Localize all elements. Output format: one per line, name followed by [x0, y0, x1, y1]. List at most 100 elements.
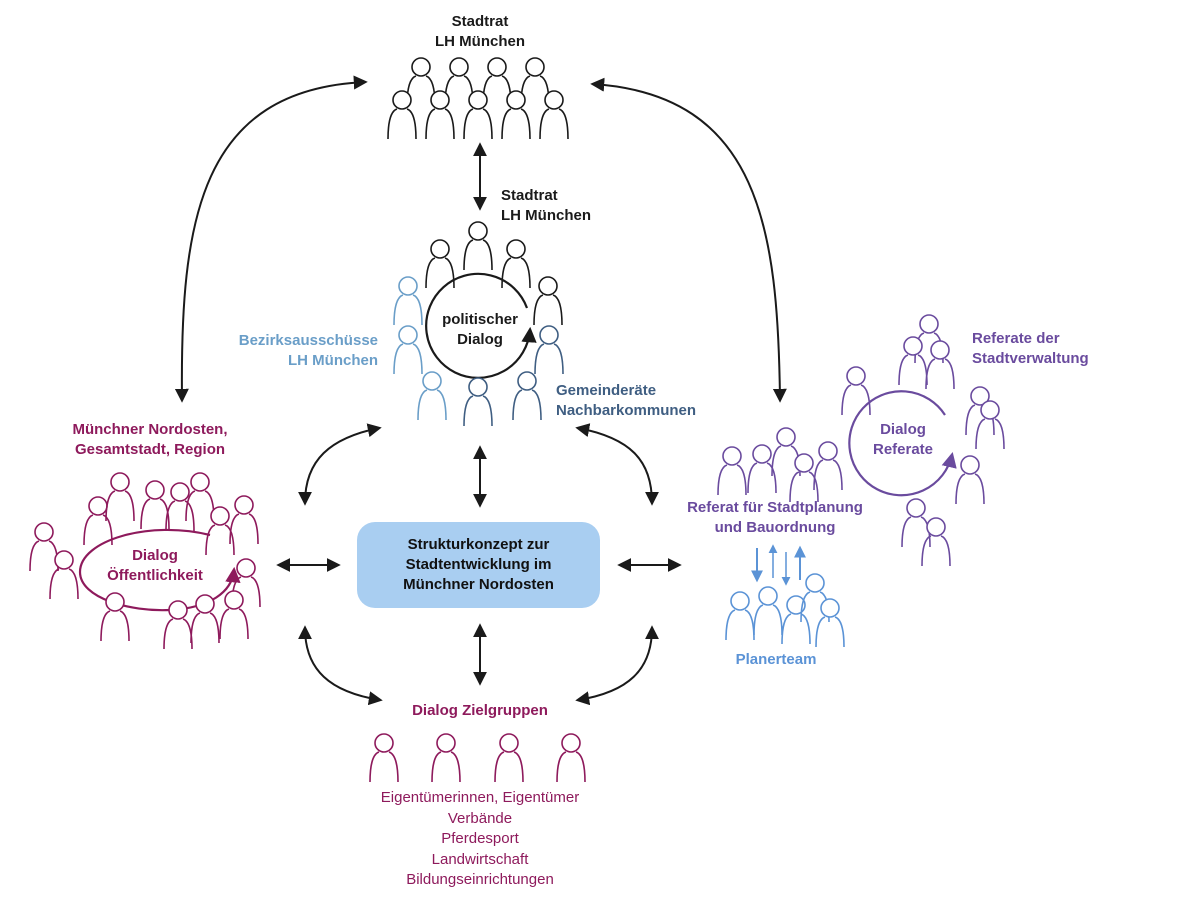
label-line: LH München [435, 33, 525, 50]
person-icon [815, 598, 845, 648]
person-icon [534, 325, 564, 375]
person-icon [83, 496, 113, 546]
label-line: Dialog [880, 421, 926, 438]
person-icon [105, 472, 135, 522]
list-item: Pferdesport [441, 830, 519, 847]
person-icon [921, 517, 951, 567]
person-icon [190, 594, 220, 644]
label-line: Dialog Zielgruppen [412, 702, 548, 719]
arc-stadtrat-to-referat [590, 77, 787, 403]
person-icon [781, 595, 811, 645]
person-icon [100, 592, 130, 642]
person-icon [49, 550, 79, 600]
person-icon [393, 325, 423, 375]
person-icon [229, 495, 259, 545]
person-icon [520, 57, 550, 107]
label-line: Gemeinderäte [556, 382, 657, 399]
person-icon [955, 455, 985, 505]
label-dialog-referate: Dialog Referate [843, 420, 963, 460]
person-icon [463, 221, 493, 271]
label-referate-der: Referate der Stadtverwaltung [972, 329, 1089, 369]
person-icon [512, 371, 542, 421]
cycle-politischer-dialog [425, 272, 537, 379]
label-politischer-dialog: politischer Dialog [420, 310, 540, 350]
person-icon [813, 441, 843, 491]
label-line: Bezirksausschüsse [238, 332, 378, 349]
person-icon [494, 733, 524, 783]
label-dialog-oeffentlichkeit: Dialog Öffentlichkeit [95, 546, 215, 586]
center-line: Münchner Nordosten [403, 576, 554, 593]
person-icon [556, 733, 586, 783]
person-icon [725, 591, 755, 641]
label-line: Dialog [132, 547, 178, 564]
label-line: LH München [288, 352, 378, 369]
label-line: Stadtrat [451, 13, 509, 30]
label-line: Referat für Stadtplanung [687, 499, 863, 516]
person-icon [165, 482, 195, 532]
person-icon [771, 427, 801, 477]
label-line: Münchner Nordosten, [72, 421, 228, 438]
label-dialog-zielgruppen: Dialog Zielgruppen [380, 701, 580, 721]
cycle-dialog-referate [848, 390, 957, 497]
label-stadtrat-mid: Stadtrat LH München [501, 186, 591, 226]
person-icon [431, 733, 461, 783]
person-icon [841, 366, 871, 416]
center-box-strukturkonzept: Strukturkonzept zur Stadtentwicklung im … [357, 522, 600, 608]
list-item: Eigentümerinnen, Eigentümer [380, 789, 580, 806]
person-icon [901, 498, 931, 548]
person-icon [898, 336, 928, 386]
person-icon [975, 400, 1005, 450]
arc-stadtrat-to-muenchner [174, 75, 368, 403]
arc-upper-right [575, 423, 659, 506]
person-icon [417, 371, 447, 421]
label-bezirksausschuesse: Bezirksausschüsse LH München [198, 331, 378, 371]
person-icon [501, 239, 531, 289]
label-line: Planerteam [735, 651, 817, 668]
arc-upper-left [298, 423, 382, 506]
person-icon [533, 276, 563, 326]
person-icon [539, 90, 569, 140]
list-item: Verbände [447, 809, 513, 827]
person-icon [393, 276, 423, 326]
center-line: Stadtentwicklung im [405, 556, 552, 573]
arc-lower-left [298, 625, 383, 706]
label-line: Nachbarkommunen [556, 402, 697, 419]
person-icon [965, 386, 995, 436]
label-planerteam: Planerteam [716, 650, 836, 670]
person-icon [185, 472, 215, 522]
person-icon [463, 90, 493, 140]
person-icon [29, 522, 59, 572]
label-referat-stadtplanung: Referat für Stadtplanung und Bauordnung [665, 498, 885, 538]
list-item: Landwirtschaft [431, 850, 529, 868]
person-icon [501, 90, 531, 140]
label-stadtrat-top: Stadtrat LH München [410, 12, 550, 52]
person-icon [753, 586, 783, 636]
label-gemeinderaete: Gemeinderäte Nachbarkommunen [556, 381, 696, 421]
center-line: Strukturkonzept zur [407, 536, 550, 553]
person-icon [463, 377, 493, 427]
label-line: Öffentlichkeit [107, 567, 203, 584]
person-icon [425, 239, 455, 289]
person-icon [717, 446, 747, 496]
list-zielgruppen: Eigentümerinnen, Eigentümer Verbände Pfe… [340, 788, 620, 891]
label-line: politischer [442, 311, 518, 328]
list-item: Bildungseinrichtungen [406, 871, 554, 888]
arc-lower-right [575, 625, 659, 706]
person-icon [369, 733, 399, 783]
label-line: LH München [501, 207, 591, 224]
person-icon [387, 90, 417, 140]
label-line: Stadtrat [501, 187, 558, 204]
label-line: Stadtverwaltung [972, 350, 1089, 367]
label-line: Referate [872, 441, 934, 458]
person-icon [425, 90, 455, 140]
person-icon [925, 340, 955, 390]
person-icon [140, 480, 170, 530]
people-groups [29, 57, 1005, 783]
person-icon [163, 600, 193, 650]
label-line: Gesamtstadt, Region [74, 441, 226, 458]
label-muenchner-nordosten: Münchner Nordosten, Gesamtstadt, Region [40, 420, 260, 460]
label-line: Referate der [972, 330, 1060, 347]
label-line: und Bauordnung [714, 519, 836, 536]
person-icon [482, 57, 512, 107]
